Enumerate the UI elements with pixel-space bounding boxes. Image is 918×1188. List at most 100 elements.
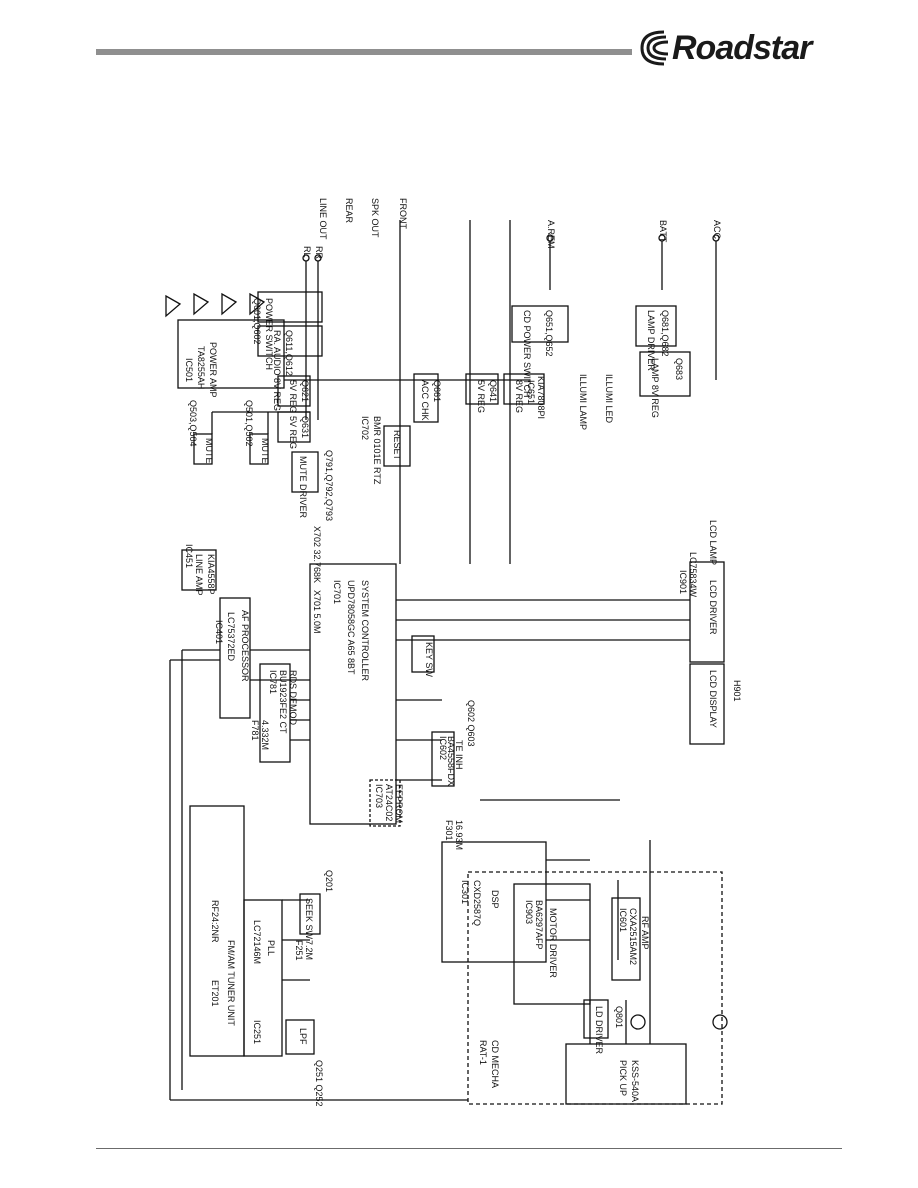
- lamp-reg-name: LAMP 8V REG: [650, 358, 660, 418]
- lamp-reg-ref: Q683: [674, 358, 684, 380]
- mute-box-2: [249, 433, 269, 465]
- ld-driver-name: LD DRIVER: [594, 1006, 604, 1055]
- dsp-name: DSP: [490, 890, 500, 909]
- pickup-name: PICK UP: [618, 1060, 628, 1096]
- footer-rule: [96, 1148, 842, 1149]
- te-inh-box: [431, 731, 455, 787]
- mute-1-ref: Q503,Q504: [188, 400, 198, 447]
- brand-logo: Roadstar: [636, 26, 842, 70]
- controller-name: SYSTEM CONTROLLER: [360, 580, 370, 682]
- cd-power-switch-box: [511, 305, 569, 343]
- pll-crystal-ref: F251: [294, 940, 304, 961]
- lcd-display-box: [689, 663, 725, 745]
- 5v-reg-3-ref: Q641: [488, 380, 498, 402]
- lamp-driver-name: LAMP DRIVER: [646, 310, 656, 371]
- illumi-lamp-label: ILLUMI LAMP: [578, 374, 588, 430]
- pll-box: [243, 899, 283, 1057]
- rr-label: RR: [314, 246, 324, 259]
- dsp-crystal-ref: F301: [444, 820, 454, 841]
- af-ref: IC401: [214, 620, 224, 644]
- controller-box: [309, 563, 397, 825]
- controller-part: UPD78058GC A65 8BT: [346, 580, 356, 675]
- acc-chk-box: [413, 373, 439, 423]
- spk-out-label: SPK OUT: [370, 198, 380, 238]
- mute-1-name: MUTE: [204, 438, 214, 464]
- mecha-name: CD MECHA: [490, 1040, 500, 1088]
- line-amp-part: KIA4558P: [206, 554, 216, 595]
- a-rem-label: A.REM: [546, 220, 556, 249]
- line-amp-ref: IC451: [184, 544, 194, 568]
- acc-chk-name: ACC CHK: [420, 380, 430, 421]
- lcd-ref: IC901: [678, 570, 688, 594]
- dsp-part: CXD2587Q: [472, 880, 482, 926]
- 5v-reg-1-name: 5V REG: [288, 380, 298, 413]
- reset-box: [383, 425, 411, 467]
- lcd-driver-box: [689, 561, 725, 663]
- power-amp-name: POWER AMP: [208, 342, 218, 398]
- controller-ref: IC701: [332, 580, 342, 604]
- 5v-reg-box-1: [277, 375, 311, 407]
- 5v-reg-3-name: 5V REG: [476, 380, 486, 413]
- controller-crystal-1: X701 5.0M: [312, 590, 322, 634]
- te-inh-transistors: Q602 Q603: [466, 700, 476, 747]
- rear-label: REAR: [344, 198, 354, 224]
- rf-amp-box: [611, 897, 641, 981]
- tuner-part: RF24:2NR: [210, 900, 220, 943]
- eeprom-part: AT24C02: [384, 784, 394, 821]
- pll-ref: IC251: [252, 1020, 262, 1044]
- brand-name: Roadstar: [672, 29, 812, 67]
- line-amp-box: [181, 549, 217, 591]
- reset-ref: IC702: [360, 416, 370, 440]
- lcd-display-ref: H901: [732, 680, 742, 702]
- tuner-name: FM/AM TUNER UNIT: [226, 940, 236, 1026]
- power-switch-ref: Q601,Q602: [252, 298, 262, 345]
- line-out-label: LINE OUT: [318, 198, 328, 240]
- speaker-front-r: [249, 292, 266, 316]
- reset-name: RESET: [392, 430, 402, 461]
- eeprom-box: [369, 779, 401, 827]
- rl-label: RL: [302, 246, 312, 258]
- 5v-reg-1-ref: Q621: [300, 380, 310, 402]
- rf-amp-name: RF AMP: [640, 916, 650, 950]
- rds-crystal-ref: F781: [250, 720, 260, 741]
- af-part: LC75372ED: [226, 612, 236, 662]
- pll-part: LC72146M: [252, 920, 262, 964]
- lcd-driver-name: LCD DRIVER: [708, 580, 718, 635]
- brand-swoosh-icon: [640, 30, 669, 66]
- speaker-front-l: [221, 292, 238, 316]
- seek-sw-box: [299, 893, 321, 935]
- acc-label: ACC: [712, 220, 722, 240]
- motor-driver-name: MOTOR DRIVER: [548, 908, 558, 978]
- ra-audio-reg-box: [257, 325, 323, 357]
- ra-audio-ref: Q611,Q612: [284, 330, 294, 376]
- header-rule: [96, 49, 632, 55]
- eeprom-ref: IC703: [374, 784, 384, 808]
- key-sw-name: KEY SW: [424, 642, 434, 677]
- mute-2-name: MUTE: [260, 438, 270, 464]
- af-processor-box: [219, 597, 251, 719]
- af-name: AF PROCESSOR: [240, 610, 250, 682]
- ld-driver-box: [583, 999, 609, 1039]
- illumi-led-label: ILLUMI LED: [604, 374, 614, 424]
- sled-motor-icon: [712, 1014, 728, 1030]
- reset-part: BMR 0101E RTZ: [372, 416, 382, 485]
- rf-amp-ref: IC601: [618, 908, 628, 932]
- rds-name: RDS DEMOD: [288, 670, 298, 726]
- motor-driver-part: BA6297AFP: [534, 900, 544, 950]
- mute-driver-ref: Q791,Q792,Q793: [324, 450, 334, 521]
- schematic-svg: LINE OUT RL RR SPK OUT REAR FRONT IC501 …: [165, 198, 742, 1107]
- power-amp-ref: IC501: [184, 358, 194, 382]
- 5v-reg-2-name: 5V REG: [288, 416, 298, 449]
- lcd-part: LC75834W: [688, 552, 698, 598]
- ld-driver-ref: Q801: [614, 1006, 624, 1028]
- 8v-reg-name: 8V REG: [514, 380, 524, 413]
- lpf-name: LPF: [298, 1028, 308, 1045]
- cd-power-ref: Q651,Q652: [544, 310, 554, 357]
- mute-2-ref: Q501,Q502: [244, 400, 254, 447]
- power-switch-name: POWER SWITCH: [264, 298, 274, 370]
- seek-sw-name: SEEK SW: [304, 898, 314, 940]
- rf-amp-part: CXA2515AM2: [628, 908, 638, 965]
- speaker-rear-r: [193, 292, 210, 316]
- te-inh-ref: IC602: [438, 736, 448, 760]
- batt-label: BATT: [658, 220, 668, 243]
